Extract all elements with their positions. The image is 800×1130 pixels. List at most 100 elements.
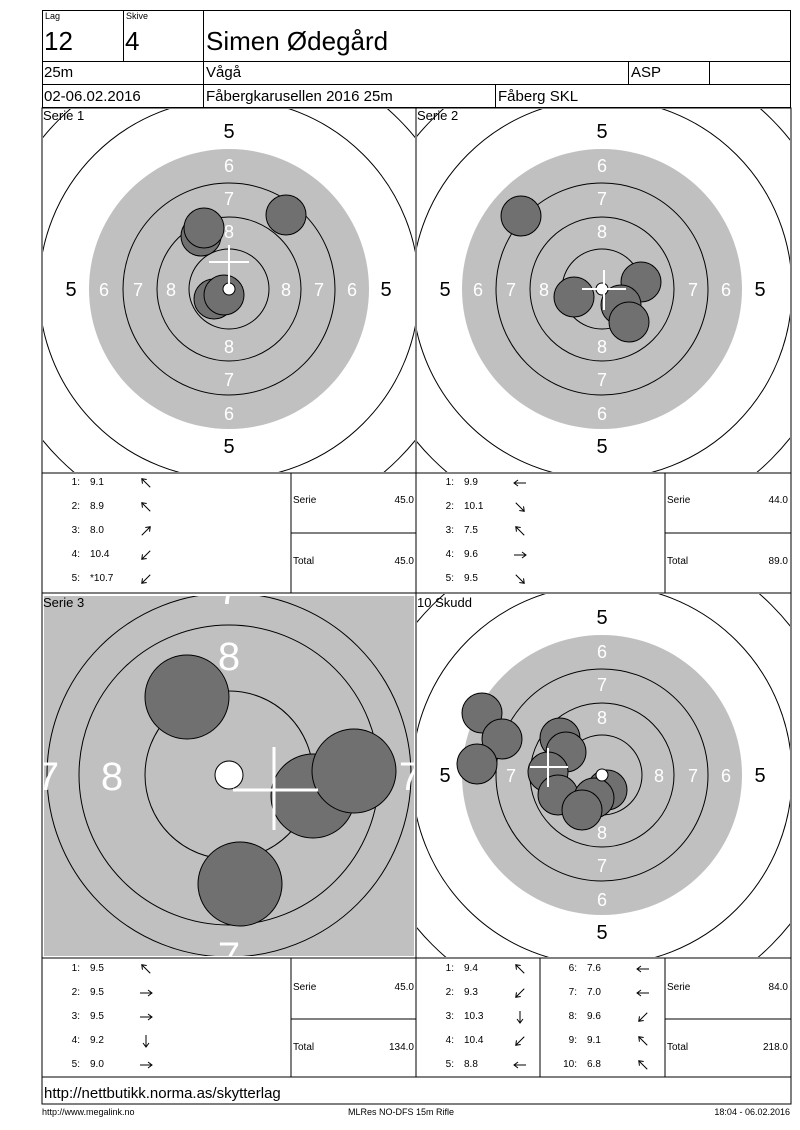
svg-text:7: 7 bbox=[688, 766, 698, 786]
shot-score: 8.8 bbox=[464, 1059, 478, 1070]
direction-arrow-icon bbox=[513, 1061, 526, 1069]
shot-number: 3: bbox=[71, 525, 80, 536]
direction-arrow-icon bbox=[638, 1060, 648, 1070]
direction-arrow-icon bbox=[515, 964, 525, 974]
shot-score: 8.9 bbox=[90, 501, 104, 512]
svg-text:7: 7 bbox=[314, 280, 324, 300]
serie-value: 45.0 bbox=[394, 495, 414, 506]
serie-label: Serie bbox=[293, 982, 317, 993]
direction-arrow-icon bbox=[515, 988, 525, 998]
shot-row: 5:9.5 bbox=[418, 572, 658, 586]
skive-label: Skive bbox=[126, 11, 149, 21]
serie-label: Serie bbox=[667, 982, 691, 993]
direction-arrow-icon bbox=[141, 526, 151, 536]
shot-hole bbox=[561, 789, 603, 831]
lag-label: Lag bbox=[45, 11, 61, 21]
shot-number: 5: bbox=[445, 573, 454, 584]
total-value: 45.0 bbox=[394, 556, 414, 567]
svg-text:5: 5 bbox=[65, 279, 76, 301]
class: ASP bbox=[631, 64, 662, 81]
direction-arrow-icon bbox=[141, 574, 151, 584]
shot-score: 10.4 bbox=[464, 1035, 484, 1046]
shot-number: 1: bbox=[445, 477, 454, 488]
shot-row: 3:8.0 bbox=[44, 524, 284, 538]
svg-text:6: 6 bbox=[597, 404, 607, 424]
total-label: Total bbox=[667, 1042, 689, 1053]
shot-score: 9.1 bbox=[587, 1035, 601, 1046]
svg-text:7: 7 bbox=[224, 370, 234, 390]
svg-text:8: 8 bbox=[224, 337, 234, 357]
shot-hole bbox=[183, 207, 225, 249]
shot-score: *10.7 bbox=[90, 573, 114, 584]
shot-score: 9.5 bbox=[90, 963, 104, 974]
direction-arrow-icon bbox=[140, 1061, 153, 1069]
direction-arrow-icon bbox=[140, 989, 153, 997]
svg-text:10 Skudd: 10 Skudd bbox=[417, 595, 472, 610]
shot-number: 10: bbox=[563, 1059, 577, 1070]
svg-text:7: 7 bbox=[399, 755, 421, 799]
shot-row: 6:7.6 bbox=[541, 962, 661, 976]
svg-text:5: 5 bbox=[596, 121, 607, 143]
shot-hole bbox=[456, 743, 498, 785]
distance: 25m bbox=[44, 64, 74, 81]
direction-arrow-icon bbox=[141, 502, 151, 512]
svg-text:8: 8 bbox=[281, 280, 291, 300]
svg-text:7: 7 bbox=[218, 935, 240, 979]
shot-score: 9.0 bbox=[90, 1059, 104, 1070]
shot-number: 5: bbox=[445, 1059, 454, 1070]
footer-website[interactable]: http://www.megalink.no bbox=[42, 1107, 135, 1117]
header-divider bbox=[123, 10, 124, 61]
shot-hole bbox=[197, 841, 283, 927]
direction-arrow-icon bbox=[515, 1036, 525, 1046]
direction-arrow-icon bbox=[638, 1012, 648, 1022]
svg-text:5: 5 bbox=[754, 765, 765, 787]
shot-hole bbox=[311, 728, 397, 814]
target-serie-3: 8 8 7 7 7 7 Serie 3 bbox=[43, 595, 421, 979]
shot-score: 10.1 bbox=[464, 501, 484, 512]
shot-number: 4: bbox=[71, 549, 80, 560]
direction-arrow-icon bbox=[515, 502, 525, 512]
svg-text:8: 8 bbox=[597, 337, 607, 357]
svg-text:7: 7 bbox=[597, 189, 607, 209]
svg-text:6: 6 bbox=[597, 156, 607, 176]
total-label: Total bbox=[667, 556, 689, 567]
shot-hole bbox=[144, 654, 230, 740]
footer-software: MLRes NO-DFS 15m Rifle bbox=[348, 1107, 455, 1117]
target-serie-2: 5 6 7 8 8 7 6 5 5 6 7 8 7 6 5 Serie 2 bbox=[417, 108, 790, 472]
total-value: 134.0 bbox=[388, 1042, 414, 1053]
shot-score: 10.4 bbox=[90, 549, 110, 560]
shot-row: 4: 10.4 bbox=[44, 548, 284, 562]
shot-row: 7:7.0 bbox=[541, 986, 661, 1000]
shot-number: 6: bbox=[568, 963, 577, 974]
shot-score: 9.4 bbox=[464, 963, 478, 974]
svg-text:7: 7 bbox=[506, 280, 516, 300]
svg-text:8: 8 bbox=[218, 635, 240, 679]
svg-text:8: 8 bbox=[597, 708, 607, 728]
shot-row: 3:9.5 bbox=[44, 1010, 284, 1024]
svg-text:7: 7 bbox=[224, 189, 234, 209]
shot-number: 3: bbox=[71, 1011, 80, 1022]
direction-arrow-icon bbox=[636, 965, 649, 973]
shot-score: 9.3 bbox=[464, 987, 478, 998]
svg-text:5: 5 bbox=[596, 922, 607, 944]
svg-text:7: 7 bbox=[688, 280, 698, 300]
shot-number: 9: bbox=[568, 1035, 577, 1046]
shot-number: 1: bbox=[445, 963, 454, 974]
svg-text:7: 7 bbox=[506, 766, 516, 786]
svg-text:5: 5 bbox=[380, 279, 391, 301]
shot-hole bbox=[265, 194, 307, 236]
total-label: Total bbox=[293, 556, 315, 567]
footer-timestamp: 18:04 - 06.02.2016 bbox=[714, 1107, 790, 1117]
shot-score: 9.6 bbox=[464, 549, 478, 560]
svg-text:Serie 3: Serie 3 bbox=[43, 595, 84, 610]
svg-text:8: 8 bbox=[224, 222, 234, 242]
svg-text:6: 6 bbox=[99, 280, 109, 300]
shot-row: 2:8.9 bbox=[44, 500, 284, 514]
footer-url[interactable]: http://nettbutikk.norma.as/skytterlag bbox=[44, 1085, 281, 1102]
skive-value: 4 bbox=[125, 26, 140, 56]
shot-row: 9: 9.1 bbox=[541, 1034, 661, 1048]
shot-number: 1: bbox=[71, 477, 80, 488]
shot-score: 7.5 bbox=[464, 525, 478, 536]
